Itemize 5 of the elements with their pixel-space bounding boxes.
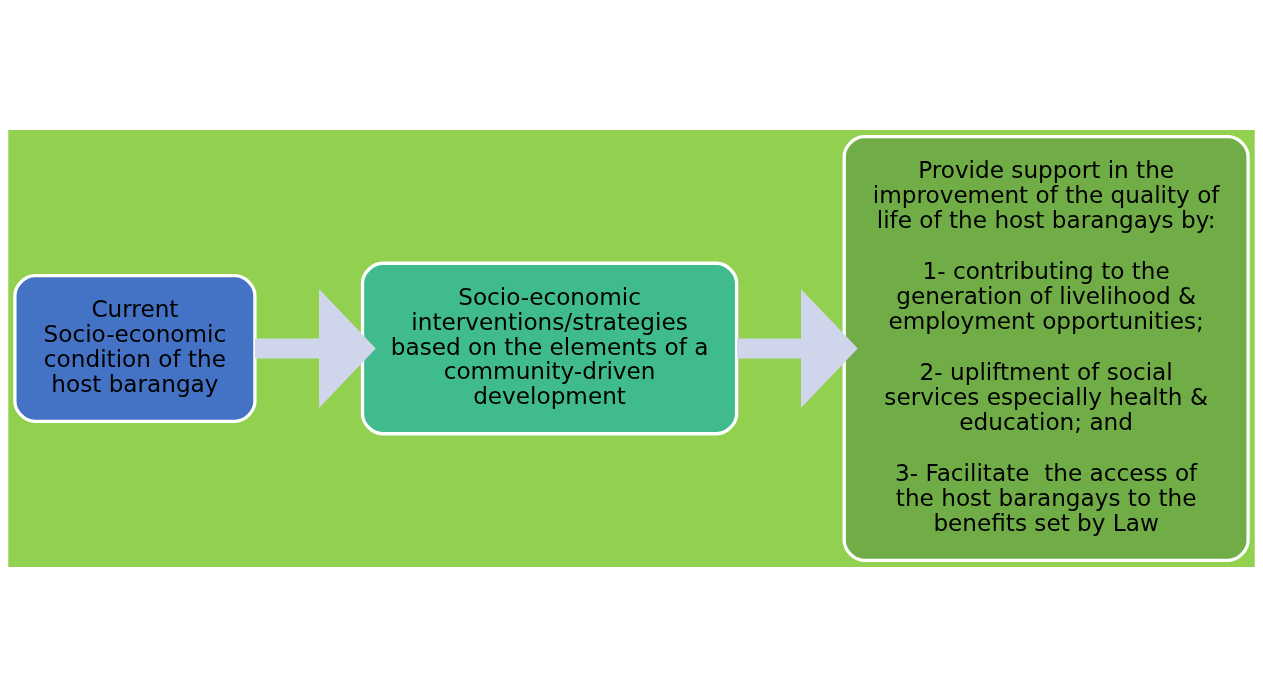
node-box: Provide support in the improvement of the quality of life of the host barangays by: 1- contributing to the generation of livelihood & employment opportunities; 2- upliftment of social services especially health & education; and 3- Facilitate the access of the host barangays to the benefits set by Law [842, 134, 1250, 563]
arrow [737, 288, 858, 409]
node-box: Current Socio-economic condition of the host barangay [13, 274, 257, 423]
arrow [255, 288, 376, 409]
node-box: Socio-economic interventions/strategies based on the elements of a community-driven development [360, 261, 739, 436]
